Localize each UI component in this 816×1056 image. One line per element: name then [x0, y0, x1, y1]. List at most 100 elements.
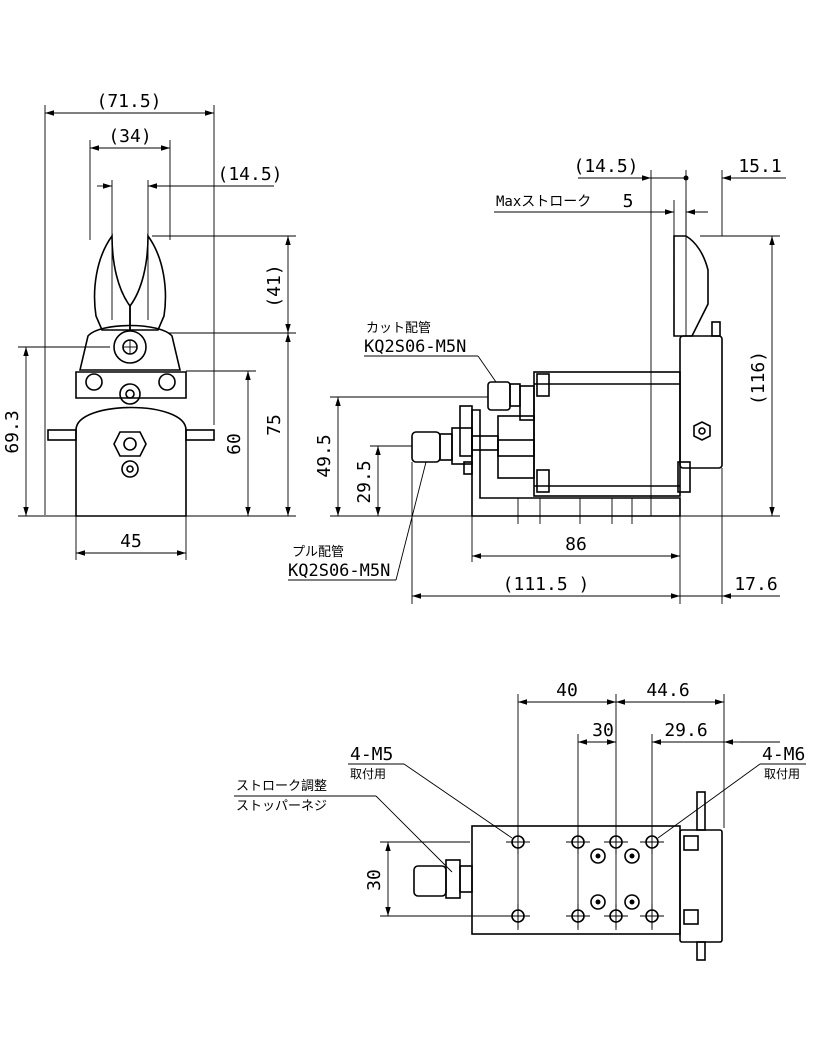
cover-boss [683, 909, 699, 925]
screw-center [125, 389, 135, 399]
cover-boss [683, 835, 699, 851]
cut-pipe-fitting [487, 381, 511, 411]
dim-port-height-49: 49.5 [314, 434, 335, 477]
cylinder-body [75, 406, 187, 517]
socket-screw-icon [590, 848, 606, 864]
dim-29-6: 29.6 [664, 720, 707, 741]
dim-40: 40 [556, 680, 578, 701]
dim-length-86: 86 [565, 534, 587, 555]
m5-sub: 取付用 [350, 767, 386, 781]
m5-label: 4-M5 [350, 744, 393, 765]
stopper-hex [445, 859, 461, 899]
dim-jaw-width: (34) [108, 126, 151, 147]
mount-hole [566, 830, 590, 854]
port-block [519, 385, 535, 421]
m6-sub: 取付用 [764, 767, 800, 781]
dim-right-offset: 15.1 [738, 156, 781, 177]
cover-nut-icon [693, 421, 711, 441]
bracket-stopper [459, 405, 473, 457]
stopper-nut [459, 865, 473, 893]
m6-label: 4-M6 [762, 744, 805, 765]
mount-hole [566, 904, 590, 928]
cut-pipe-leader [477, 355, 497, 383]
m6-leader [657, 763, 761, 839]
socket-screw-icon [590, 894, 606, 910]
dim-total-height: (116) [748, 351, 769, 405]
bottom-view: 40 44.6 30 29.6 4-M5 取付用 4-M6 取付用 ストローク調… [234, 680, 806, 961]
screw-icon [85, 373, 103, 391]
rod-end [696, 941, 706, 961]
rod-end [696, 791, 706, 831]
dim-length-total: (111.5 ) [503, 574, 590, 595]
pull-pipe-code: KQ2S06-M5N [288, 561, 390, 581]
side-view: (14.5) 15.1 Maxストローク 5 (116) [288, 156, 786, 604]
right-blade [129, 233, 167, 331]
fitting-hex-icon [113, 431, 147, 457]
front-view: (71.5) (34) (14.5) (41) 75 60 69.3 45 [2, 91, 296, 560]
stopper-label-2: ストッパーネジ [236, 799, 327, 814]
max-stroke-label: Maxストローク [496, 194, 591, 210]
side-cover [679, 335, 723, 469]
left-rod [47, 429, 77, 441]
stopper-fitting [413, 865, 447, 897]
main-cylinder [533, 371, 681, 497]
pull-pipe-leader [395, 461, 427, 581]
max-stroke-value: 5 [623, 191, 634, 212]
pull-pipe-label: プル配管 [292, 545, 344, 560]
dim-overall-width: (71.5) [96, 91, 161, 112]
pull-pipe-stem [471, 435, 499, 451]
side-jaw [673, 235, 709, 337]
dim-blade-height: (41) [264, 264, 285, 307]
tie-bolt [677, 461, 691, 493]
dim-body-height-60: 60 [224, 433, 245, 455]
dim-top-offset: (14.5) [573, 156, 638, 177]
screw-icon [158, 373, 176, 391]
cut-pipe-label: カット配管 [366, 321, 431, 336]
bottom-cover [679, 829, 723, 943]
cut-pipe-hex [509, 383, 521, 407]
head-plate [78, 324, 182, 371]
dim-body-height-75: 75 [264, 414, 285, 436]
pull-pipe-nut [463, 461, 473, 475]
dim-30-left: 30 [364, 869, 385, 891]
stopper-leader [375, 795, 453, 873]
dim-dot [683, 175, 689, 181]
right-rod [185, 429, 215, 441]
socket-screw-icon [624, 894, 640, 910]
cut-pipe-code: KQ2S06-M5N [364, 337, 466, 357]
dim-base-width: 45 [120, 531, 142, 552]
mount-hole-m6 [640, 830, 664, 854]
screw-icon [119, 383, 141, 405]
cover-nut-center [698, 427, 706, 435]
tie-bolt [536, 373, 550, 397]
pull-pipe-body [439, 433, 453, 461]
mid-block [75, 371, 187, 399]
mount-hole [604, 830, 628, 854]
head-cap [497, 415, 535, 479]
dim-30-top: 30 [592, 720, 614, 741]
mount-hole-m6 [640, 904, 664, 928]
dim-right-17: 17.6 [734, 574, 777, 595]
dim-jaw-offset: (14.5) [217, 164, 282, 185]
dim-44-6: 44.6 [646, 680, 689, 701]
mount-hole [604, 904, 628, 928]
m5-leader [403, 763, 513, 839]
stopper-label-1: ストローク調整 [236, 779, 327, 794]
pull-pipe-fitting [411, 431, 441, 463]
jaw-clip [711, 321, 721, 337]
dim-port-height-29: 29.5 [354, 460, 375, 503]
fitting-port [123, 437, 137, 451]
pivot-boss [113, 330, 147, 364]
pull-pipe-hex [451, 427, 473, 465]
head-cap-inner [497, 439, 535, 457]
dim-left-height: 69.3 [2, 410, 23, 453]
left-blade [93, 233, 131, 331]
screw-center [126, 465, 134, 473]
socket-screw-icon [624, 848, 640, 864]
screw-icon [121, 460, 139, 478]
mount-bracket [471, 409, 681, 517]
mount-hole-m5 [506, 904, 530, 928]
mount-hole-m5 [506, 830, 530, 854]
tie-bolt [536, 469, 550, 493]
